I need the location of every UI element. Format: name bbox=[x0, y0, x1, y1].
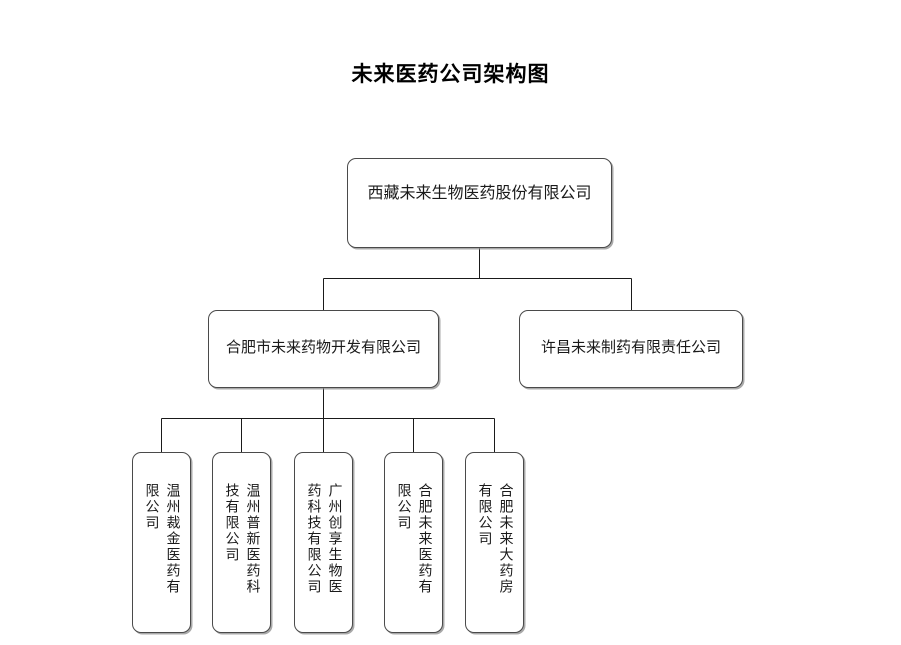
org-node-label: 西藏未来生物医药股份有限公司 bbox=[367, 185, 592, 202]
org-node-wenzhou-caijin[interactable]: 温州裁金医药有限公司 bbox=[132, 452, 191, 633]
org-node-hefei-weilai-drugstore[interactable]: 合肥未来大药房有限公司 bbox=[465, 452, 524, 633]
org-node-label: 合肥未来大药房有限公司 bbox=[476, 483, 513, 595]
org-node-root[interactable]: 西藏未来生物医药股份有限公司 bbox=[347, 158, 612, 248]
org-node-xuchang-pharma[interactable]: 许昌未来制药有限责任公司 bbox=[519, 310, 743, 388]
org-node-hefei-drug-development[interactable]: 合肥市未来药物开发有限公司 bbox=[208, 310, 439, 388]
page-title: 未来医药公司架构图 bbox=[351, 62, 550, 86]
org-node-wenzhou-puxin[interactable]: 温州普新医药科技有限公司 bbox=[212, 452, 271, 633]
org-node-label: 广州创享生物医药科技有限公司 bbox=[305, 483, 342, 595]
org-node-label: 温州普新医药科技有限公司 bbox=[223, 483, 260, 595]
org-node-label: 合肥未来医药有限公司 bbox=[395, 483, 432, 595]
org-node-hefei-weilai-pharma[interactable]: 合肥未来医药有限公司 bbox=[384, 452, 443, 633]
org-node-label: 合肥市未来药物开发有限公司 bbox=[225, 340, 421, 356]
org-node-label: 许昌未来制药有限责任公司 bbox=[540, 340, 721, 356]
org-node-guangzhou-chuangxiang[interactable]: 广州创享生物医药科技有限公司 bbox=[294, 452, 353, 633]
org-node-label: 温州裁金医药有限公司 bbox=[143, 483, 180, 595]
